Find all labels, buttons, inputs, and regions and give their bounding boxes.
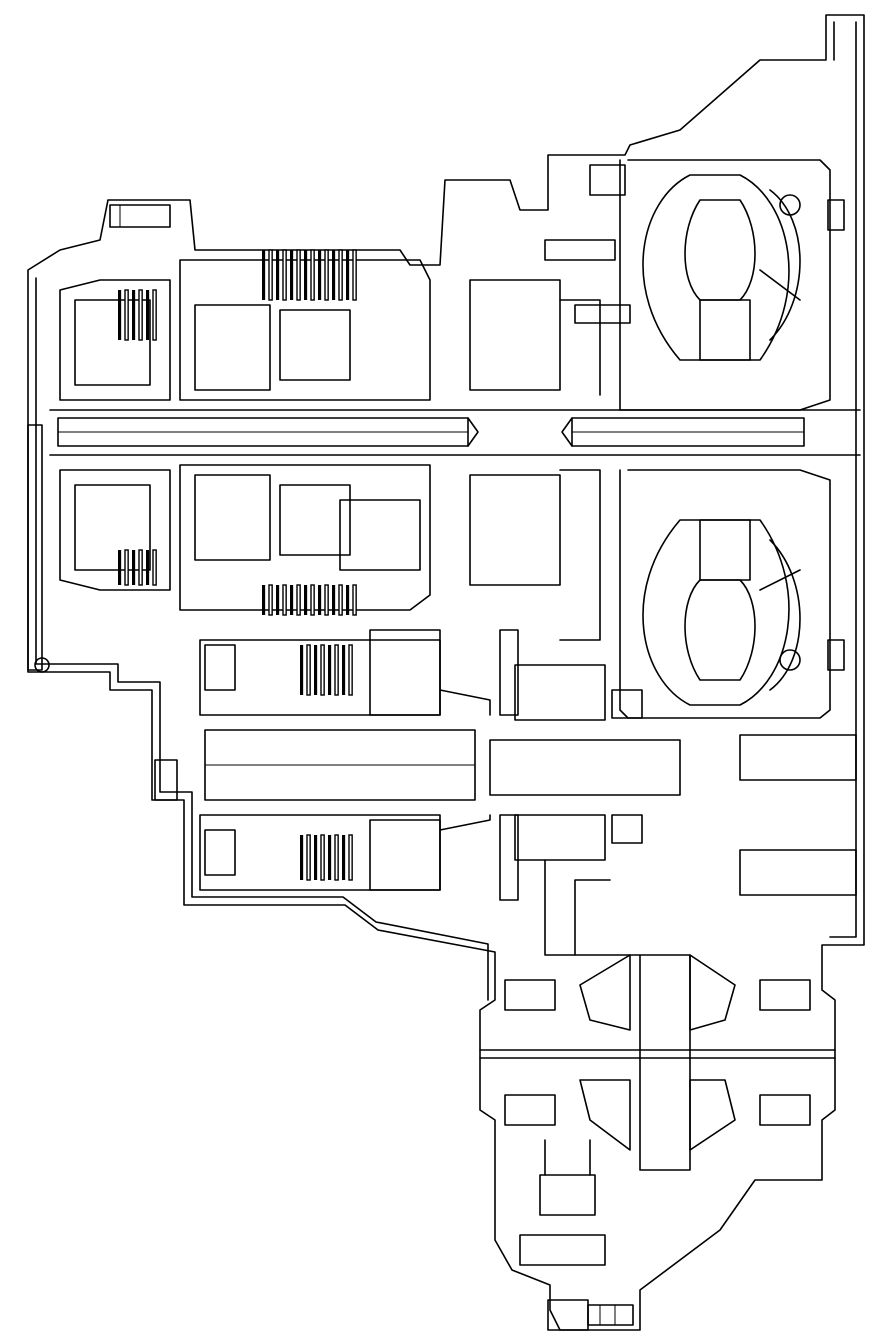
clutch-plate — [342, 835, 346, 880]
input-shaft — [49, 409, 861, 456]
clutch-plate — [118, 290, 122, 340]
housing-bolts — [544, 164, 631, 324]
clutch-plate — [124, 289, 129, 341]
clutch-plate — [324, 584, 329, 616]
clutch-plate — [300, 835, 304, 880]
clutch-plate — [328, 835, 332, 880]
clutch-plate — [146, 550, 150, 585]
clutch-plate — [328, 645, 332, 695]
clutch-plate — [314, 835, 318, 880]
clutch-plate — [282, 584, 287, 616]
clutch-plate — [282, 249, 287, 301]
clutch-plate — [346, 585, 350, 615]
clutch-plate — [348, 644, 353, 696]
clutch-plate — [276, 585, 280, 615]
clutch-plate — [262, 250, 266, 300]
clutch-plate — [338, 249, 343, 301]
planetary-gearset — [199, 629, 519, 901]
clutch-plate — [318, 585, 322, 615]
clutch-plate — [306, 644, 311, 696]
clutch-plate — [348, 834, 353, 881]
clutch-plate — [318, 250, 322, 300]
clutch-plate — [304, 250, 308, 300]
clutch-plate — [124, 549, 129, 586]
clutch-plate — [268, 584, 273, 616]
clutch-plate — [300, 645, 304, 695]
clutch-plate — [138, 289, 143, 341]
clutch-plate — [334, 644, 339, 696]
clutch-plate — [320, 834, 325, 881]
clutch-pack-rear — [179, 249, 601, 641]
clutch-plate — [320, 644, 325, 696]
clutch-pack-front — [59, 204, 171, 591]
clutch-plate — [152, 549, 157, 586]
clutch-plate — [352, 584, 357, 616]
clutch-plate — [332, 250, 336, 300]
clutch-plate — [346, 250, 350, 300]
clutch-plate — [310, 249, 315, 301]
drain-bolt — [547, 1299, 634, 1331]
clutch-plate — [296, 249, 301, 301]
transmission-case-outline — [27, 14, 865, 1331]
clutch-plate — [338, 584, 343, 616]
clutch-plate — [304, 585, 308, 615]
clutch-plate — [334, 834, 339, 881]
clutch-plate — [332, 585, 336, 615]
clutch-plate — [132, 290, 136, 340]
clutch-plate — [118, 550, 122, 585]
clutch-plate — [152, 289, 157, 341]
clutch-plate — [314, 645, 318, 695]
clutch-plate — [324, 249, 329, 301]
clutch-plate — [352, 249, 357, 301]
differential-assembly — [479, 954, 836, 1266]
clutch-plate — [276, 250, 280, 300]
clutch-plate — [290, 250, 294, 300]
clutch-plate — [268, 249, 273, 301]
counter-shaft — [154, 664, 681, 956]
clutch-plate — [296, 584, 301, 616]
clutch-plate — [290, 585, 294, 615]
torque-converter — [619, 159, 845, 719]
clutch-plate — [306, 834, 311, 881]
clutch-plate — [262, 585, 266, 615]
clutch-plate — [132, 550, 136, 585]
clutch-plate — [146, 290, 150, 340]
clutch-plate — [138, 549, 143, 586]
clutch-plate — [342, 645, 346, 695]
clutch-plate — [310, 584, 315, 616]
